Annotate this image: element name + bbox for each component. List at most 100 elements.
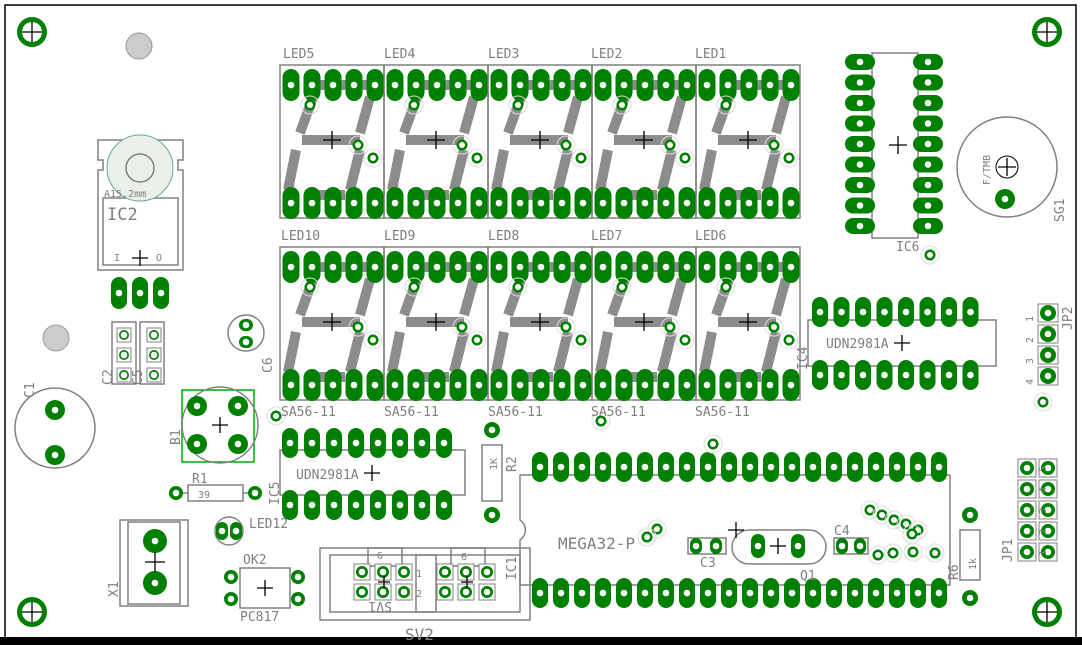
jp2-pin-3: 3 <box>1025 358 1036 364</box>
pad <box>1038 458 1058 478</box>
via-halo <box>868 545 888 565</box>
pad <box>146 347 162 363</box>
pad <box>304 428 320 458</box>
via-drill <box>723 284 729 290</box>
pad <box>962 590 978 606</box>
board-edge <box>0 637 1082 645</box>
pad <box>553 187 571 219</box>
pad <box>478 583 496 601</box>
display-segment <box>699 331 717 373</box>
pad-drill <box>683 589 691 597</box>
pad <box>1017 458 1037 478</box>
via-halo <box>716 95 736 115</box>
label-led2: LED2 <box>591 47 622 62</box>
pad <box>282 490 298 520</box>
pad <box>1038 479 1058 499</box>
pad <box>678 187 696 219</box>
pad <box>594 69 612 101</box>
display-labels: LED5 LED4 LED3 LED2 LED1 LED10 LED9 LED8… <box>281 47 750 420</box>
pad <box>1038 500 1058 520</box>
pad <box>146 367 162 383</box>
pad-drill <box>557 589 565 597</box>
origin-cross <box>461 576 473 588</box>
pad <box>386 369 404 401</box>
pad <box>889 578 905 608</box>
pad-drill <box>374 439 382 447</box>
pad <box>962 360 979 390</box>
pad <box>595 578 611 608</box>
pad-drill <box>227 573 235 581</box>
pad <box>436 563 454 581</box>
pad <box>169 486 183 500</box>
via-halo <box>883 543 903 563</box>
pad <box>913 197 943 214</box>
via-halo <box>612 277 632 297</box>
pad-drill <box>1044 330 1052 338</box>
pad-drill <box>151 537 159 545</box>
pad <box>1017 479 1037 499</box>
pad-drill <box>620 463 628 471</box>
label-r6: R6 <box>947 564 962 580</box>
display-segment <box>283 149 301 191</box>
origin-cross <box>1037 602 1057 622</box>
pad-drill <box>914 463 922 471</box>
pad <box>532 69 550 101</box>
pad-drill <box>371 381 379 389</box>
pad <box>230 522 242 540</box>
component-labels: IC2 A15,2mm I O C1 C2 C5 C6 B1 R1 39 IC5… <box>23 155 1076 644</box>
pad-drill <box>286 501 294 509</box>
via-drill <box>867 507 873 513</box>
pad-drill <box>703 381 711 389</box>
pad-drill <box>120 351 128 359</box>
pad <box>845 197 875 214</box>
pad-drill <box>462 568 470 576</box>
label-part-1: SA56-11 <box>281 405 336 420</box>
pad-drill <box>488 511 496 519</box>
pad-drill <box>433 199 441 207</box>
pad-drill <box>579 199 587 207</box>
via-drill <box>786 155 792 161</box>
label-ic1-part: MEGA32-P <box>558 534 635 553</box>
pad <box>366 369 384 401</box>
via-drill <box>875 552 881 558</box>
display-segment <box>449 330 469 374</box>
pad-drill <box>662 263 670 271</box>
pad-drill <box>1023 548 1031 556</box>
pad-drill <box>724 199 732 207</box>
pad-drill <box>475 263 483 271</box>
pad-drill <box>641 199 649 207</box>
display-segment <box>771 95 791 135</box>
pad-drill <box>495 263 503 271</box>
label-ic6: IC6 <box>896 240 919 255</box>
pad-drill <box>537 81 545 89</box>
via-halo <box>779 330 799 350</box>
pad <box>698 251 716 283</box>
via-drill <box>1040 399 1046 405</box>
pad <box>690 538 702 554</box>
pad <box>962 297 979 327</box>
pad-drill <box>724 381 732 389</box>
pad-drill <box>516 81 524 89</box>
pad-drill <box>599 199 607 207</box>
display-segment <box>459 95 479 135</box>
label-r2-val: 1K <box>489 458 500 470</box>
pad-drill <box>856 181 864 189</box>
pad <box>845 156 875 173</box>
label-sv2: SV2 <box>405 625 434 644</box>
pad-drill <box>454 381 462 389</box>
pad-drill <box>115 289 123 297</box>
pad-drill <box>579 81 587 89</box>
display-segment <box>355 277 375 317</box>
pad-drill <box>620 381 628 389</box>
via-drill <box>682 155 688 161</box>
via-drill <box>667 324 673 330</box>
pad-drill <box>516 199 524 207</box>
pad <box>490 187 508 219</box>
via-drill <box>903 521 909 527</box>
pad-drill <box>1044 351 1052 359</box>
r6-body <box>959 529 981 581</box>
pad <box>913 115 943 132</box>
pad <box>436 490 452 520</box>
pad <box>484 422 500 438</box>
pad-drill <box>242 321 250 329</box>
